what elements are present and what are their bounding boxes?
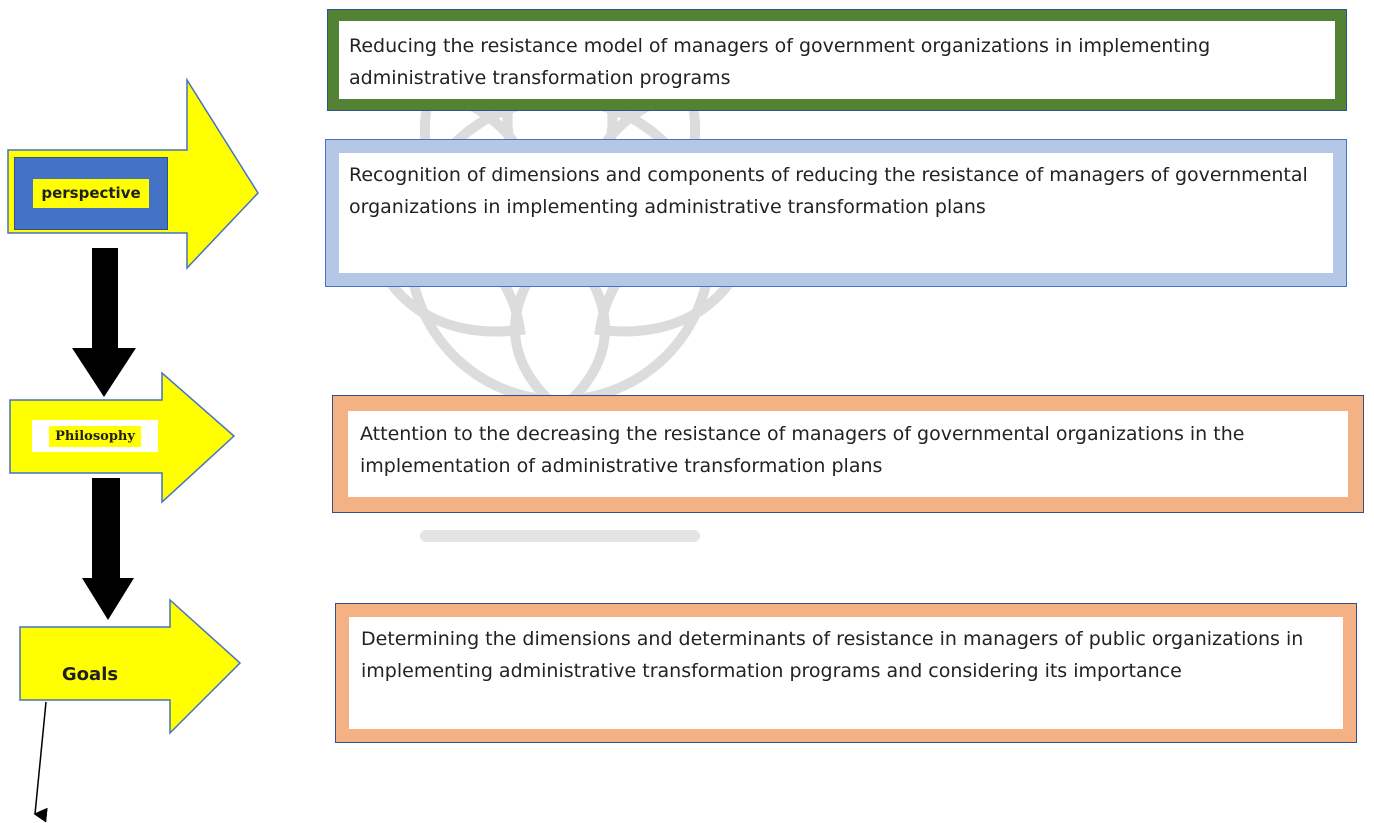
thin-down-arrow: [33, 701, 48, 823]
perspective-label: perspective: [33, 179, 149, 208]
philosophy-label-box: Philosophy: [32, 420, 158, 452]
goals-text: Determining the dimensions and determina…: [361, 628, 1304, 682]
connector-arrow-2: [82, 478, 134, 620]
perspective-label-box: perspective: [14, 157, 168, 230]
perspective-box: Recognition of dimensions and components…: [325, 139, 1347, 287]
goals-arrow: [19, 598, 242, 735]
model-text: Reducing the resistance model of manager…: [349, 35, 1211, 89]
philosophy-label: Philosophy: [49, 425, 141, 447]
philosophy-text: Attention to the decreasing the resistan…: [360, 423, 1245, 477]
goals-label: Goals: [61, 663, 119, 685]
model-box: Reducing the resistance model of manager…: [327, 9, 1347, 111]
connector-arrow-1: [72, 248, 136, 397]
perspective-text: Recognition of dimensions and components…: [349, 164, 1308, 218]
philosophy-box: Attention to the decreasing the resistan…: [332, 395, 1364, 513]
goals-box: Determining the dimensions and determina…: [335, 603, 1357, 743]
